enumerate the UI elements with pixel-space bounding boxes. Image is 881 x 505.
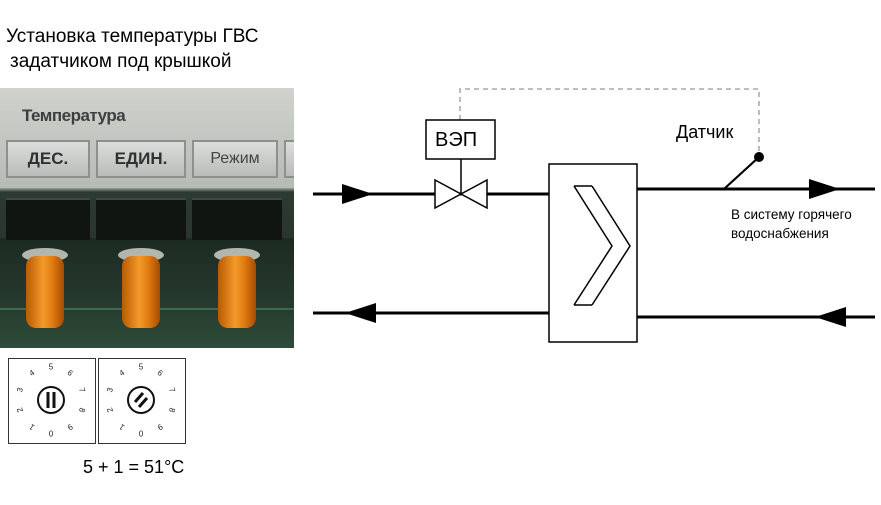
setpoint-formula: 5 + 1 = 51°C <box>83 457 185 477</box>
supply-label-line-2: водоснабжения <box>731 226 829 241</box>
valve-body-right <box>459 178 488 210</box>
supply-inlet-arrow <box>342 184 373 204</box>
return-outlet-arrow <box>345 303 376 323</box>
rotary-digit: 5 <box>138 362 144 372</box>
valve-label: ВЭП <box>435 129 478 151</box>
knob-mode[interactable] <box>218 256 256 328</box>
slot-units <box>96 198 186 240</box>
title-line-1: Установка температуры ГВС <box>6 26 259 47</box>
button-partial <box>284 140 294 178</box>
supply-label-line-1: В систему горячего <box>731 207 852 222</box>
heat-exchanger <box>548 163 638 343</box>
slot-mode <box>192 198 282 240</box>
rotary-dial-tens[interactable] <box>37 386 65 414</box>
heat-exchanger-coil-outer <box>573 185 613 306</box>
button-mode[interactable]: Режим <box>192 140 278 178</box>
valve-body <box>434 178 463 210</box>
knob-tens[interactable] <box>26 256 64 328</box>
panel-title: Температура <box>22 106 126 125</box>
heat-exchanger-coil-inner <box>591 185 631 306</box>
control-signal-line <box>459 88 760 155</box>
slot-tens <box>6 198 90 240</box>
rotary-digit: 5 <box>48 362 54 372</box>
hot-water-return-arrow <box>815 307 846 327</box>
knob-units[interactable] <box>122 256 160 328</box>
valve-actuator-box <box>425 119 496 160</box>
button-units[interactable]: ЕДИН. <box>96 140 186 178</box>
sensor-probe <box>723 156 760 190</box>
hot-water-supply-arrow <box>809 179 840 199</box>
sensor-label: Датчик <box>676 122 734 142</box>
rotary-dial-units[interactable] <box>127 386 155 414</box>
controller-photo: Температура ДЕС. ЕДИН. Режим <box>0 88 294 348</box>
sensor-head <box>754 152 764 162</box>
title-line-2: задатчиком под крышкой <box>10 51 232 72</box>
button-tens[interactable]: ДЕС. <box>6 140 90 178</box>
